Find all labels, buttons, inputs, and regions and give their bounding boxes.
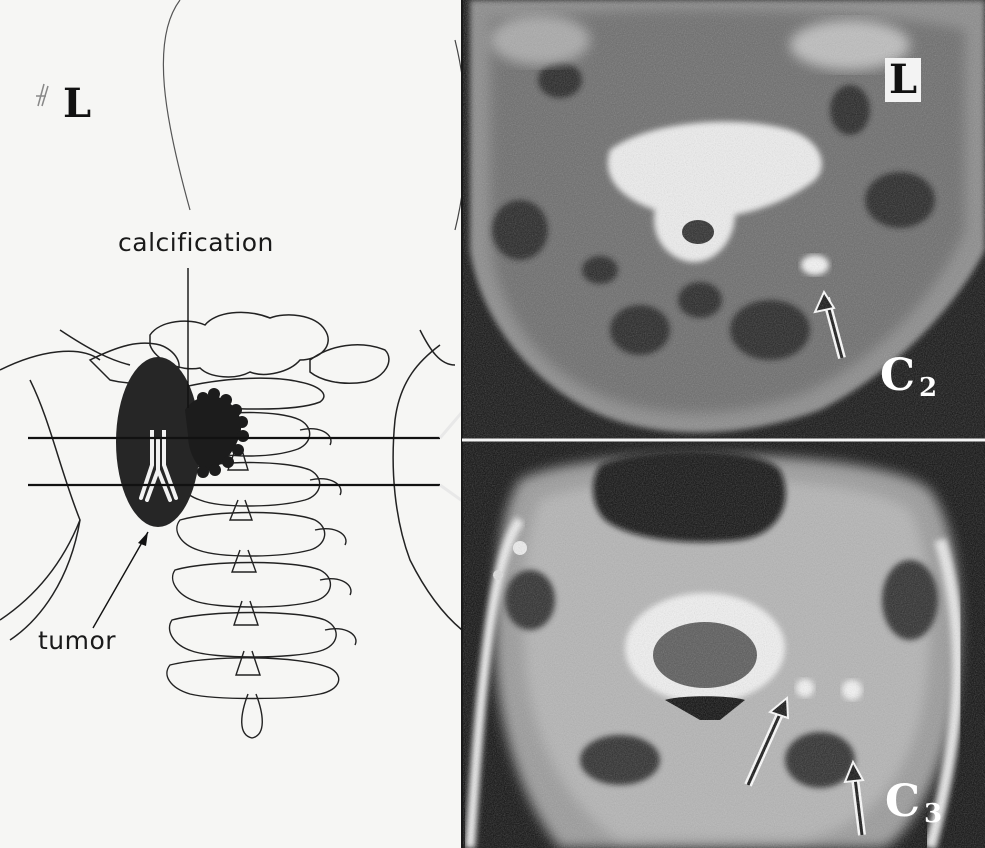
calcification-label: calcification [118, 228, 274, 257]
drawing-orientation-label: L [63, 80, 91, 127]
drawing-panel [0, 0, 515, 848]
ct-lower-level-letter: C [885, 776, 920, 827]
tumor-label: tumor [38, 626, 116, 655]
ct-upper-level-letter: C [880, 350, 915, 401]
ct-upper-level-number: 2 [919, 373, 937, 403]
ct-lower-level-number: 3 [924, 799, 942, 829]
ct-upper-orientation-label: L [885, 58, 921, 102]
